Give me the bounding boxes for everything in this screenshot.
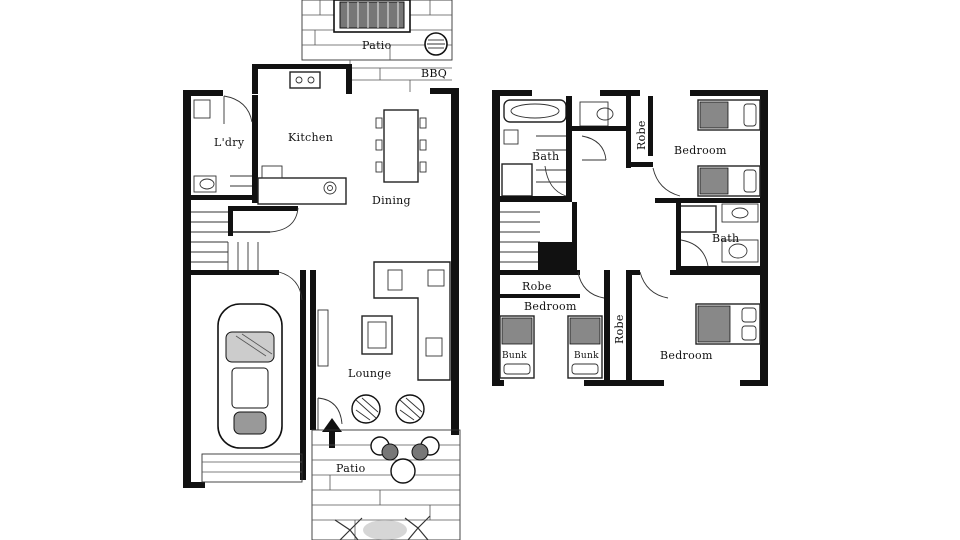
- bed-1a: [697, 99, 761, 131]
- upper-robe-1: [626, 96, 681, 197]
- label-bath-2: Bath: [712, 232, 739, 245]
- upper-floor: Bath Robe Bedroom Bath Robe Bedroom Bunk…: [492, 90, 768, 386]
- label-robe-1: Robe: [635, 120, 648, 150]
- bunk-2: [567, 315, 603, 379]
- bbq-grill-icon: [424, 32, 448, 56]
- outdoor-table-top: [333, 0, 411, 33]
- label-patio-bottom: Patio: [336, 462, 366, 475]
- label-bath-1: Bath: [532, 150, 559, 163]
- upper-bath-2: [676, 203, 766, 271]
- label-bunk-2: Bunk: [574, 351, 599, 361]
- upper-exterior-walls: [492, 90, 768, 386]
- top-patio-pavers: [301, 0, 453, 92]
- car-icon: [217, 303, 283, 449]
- ground-floor: Patio BBQ: [183, 0, 461, 540]
- outdoor-dining-set: [370, 436, 440, 484]
- plant-icon: [334, 515, 431, 540]
- stairs-upper: [500, 202, 577, 272]
- label-bedroom-2: Bedroom: [524, 300, 577, 313]
- label-bedroom-3: Bedroom: [660, 349, 713, 362]
- label-lounge: Lounge: [348, 367, 391, 380]
- label-dining: Dining: [372, 194, 411, 207]
- garage: [201, 453, 303, 483]
- upper-bedroom-3: [632, 270, 766, 299]
- stairs-ground: [191, 211, 259, 270]
- ground-exterior-walls: [183, 64, 459, 488]
- bed-3: [695, 303, 761, 345]
- tv-unit: [317, 309, 329, 367]
- armchairs: [351, 394, 425, 424]
- label-robe-2: Robe: [522, 280, 552, 293]
- label-patio-top: Patio: [362, 39, 392, 52]
- upper-bedroom-2: [500, 270, 632, 386]
- coffee-table: [361, 315, 393, 355]
- label-robe-3: Robe: [613, 314, 626, 344]
- label-bedroom-1: Bedroom: [674, 144, 727, 157]
- ground-interior: [183, 71, 347, 301]
- dining-table: [375, 109, 427, 183]
- label-bunk-1: Bunk: [502, 351, 527, 361]
- label-laundry: L'dry: [214, 136, 245, 149]
- upper-bath-1: [500, 96, 628, 202]
- bunk-1: [499, 315, 535, 379]
- bed-1b: [697, 165, 761, 197]
- entry-arrow-icon: [322, 418, 342, 448]
- label-bbq: BBQ: [421, 67, 447, 80]
- label-kitchen: Kitchen: [288, 131, 333, 144]
- sofa: [373, 261, 451, 381]
